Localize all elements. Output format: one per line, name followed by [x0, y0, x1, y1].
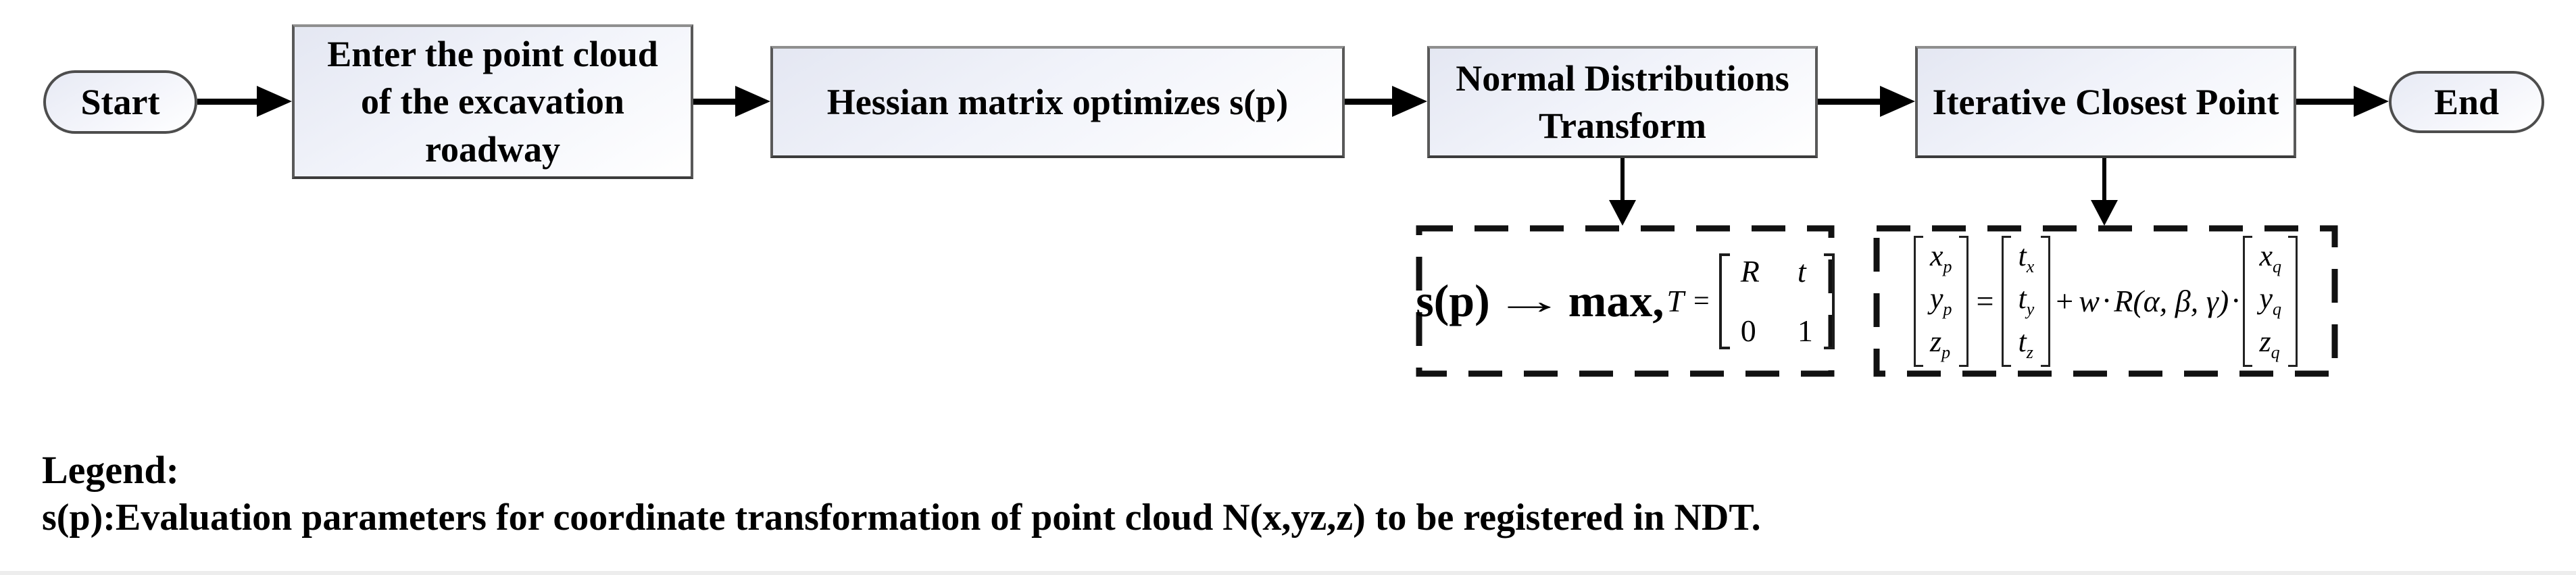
- arrow-hessian-to-ndt: [1345, 99, 1395, 105]
- rotation-term: R(α, β, γ): [2114, 284, 2229, 318]
- matrix-cell: t: [1797, 253, 1806, 289]
- bracket-right: [1823, 253, 1835, 349]
- box-label-line: roadway: [424, 128, 561, 170]
- bracket-left: [2002, 235, 2012, 367]
- process-box-ndt: Normal Distributions Transform: [1427, 46, 1818, 158]
- arrow-icp-to-end: [2296, 99, 2356, 105]
- bracket-left: [1913, 235, 1923, 367]
- dot-operator-icon: ·: [2232, 288, 2240, 314]
- box-label-line: Normal Distributions: [1456, 57, 1789, 99]
- start-terminal: Start: [43, 70, 197, 134]
- bottom-edge-bar: [0, 571, 2576, 575]
- box-label-line: Iterative Closest Point: [1932, 81, 2279, 122]
- vector-entry: xp: [1929, 239, 1952, 276]
- box-label-line: Transform: [1539, 105, 1706, 146]
- q-vector: xq yq zq: [2243, 235, 2298, 367]
- icp-formula: xp yp zp = tx ty tz + w · R(α, β, γ) ·: [1873, 225, 2338, 377]
- arrow-icp-to-formula: [2102, 158, 2106, 201]
- arrow-enter-to-hessian: [693, 99, 738, 105]
- vector-entry: xq: [2259, 239, 2282, 276]
- box-label-line: of the excavation: [361, 81, 624, 122]
- arrowhead-icon: [257, 86, 292, 117]
- arrowhead-icon: [735, 86, 770, 117]
- process-box-icp: Iterative Closest Point: [1915, 46, 2296, 158]
- vector-entry: yq: [2259, 282, 2282, 319]
- process-box-hessian: Hessian matrix optimizes s(p): [770, 46, 1345, 158]
- end-terminal: End: [2389, 71, 2544, 133]
- vector-entry: ty: [2018, 282, 2035, 319]
- legend-title: Legend:: [42, 448, 179, 492]
- equals-sign: =: [1976, 284, 1994, 318]
- transform-matrix: R t 0 1: [1718, 253, 1835, 349]
- matrix-cell: 0: [1740, 313, 1756, 348]
- bracket-left: [1718, 253, 1730, 349]
- bracket-left: [2243, 235, 2253, 367]
- weight-w: w: [2079, 284, 2100, 318]
- vector-entry: tx: [2018, 239, 2035, 276]
- formula-max: max,: [1568, 275, 1664, 326]
- vector-entry: yp: [1929, 282, 1952, 319]
- ndt-formula: s(p)→max,T= R t 0 1: [1416, 225, 1835, 377]
- vector-entry: tz: [2018, 324, 2033, 362]
- p-vector: xp yp zp: [1913, 235, 1968, 367]
- bracket-right: [2288, 235, 2298, 367]
- box-label-line: Enter the point cloud: [327, 34, 658, 75]
- arrowhead-down-icon: [2091, 200, 2118, 226]
- t-vector: tx ty tz: [2002, 235, 2051, 367]
- process-box-enter-point-cloud: Enter the point cloud of the excavation …: [292, 24, 693, 179]
- dashed-border: [1873, 225, 2338, 377]
- matrix-cell: 1: [1797, 313, 1813, 348]
- vector-entry: zp: [1929, 324, 1951, 362]
- right-arrow-icon: →: [1493, 280, 1565, 322]
- plus-sign: +: [2056, 284, 2074, 318]
- arrowhead-icon: [1880, 86, 1915, 117]
- arrowhead-down-icon: [1609, 200, 1636, 226]
- matrix-cell: R: [1740, 253, 1760, 289]
- bracket-right: [1958, 235, 1968, 367]
- equals-sign: =: [1693, 285, 1710, 317]
- formula-lhs: s(p): [1416, 275, 1490, 326]
- formula-T: T: [1666, 284, 1685, 318]
- arrow-ndt-to-icp: [1818, 99, 1883, 105]
- legend-description: s(p):Evaluation parameters for coordinat…: [42, 497, 1761, 539]
- vector-entry: zq: [2259, 324, 2280, 362]
- arrow-start-to-enter: [197, 99, 259, 105]
- icp-formula-box: xp yp zp = tx ty tz + w · R(α, β, γ) ·: [1873, 225, 2338, 377]
- arrowhead-icon: [2354, 86, 2389, 117]
- box-label-line: Hessian matrix optimizes s(p): [826, 81, 1289, 122]
- bracket-right: [2041, 235, 2051, 367]
- dot-operator-icon: ·: [2102, 288, 2111, 314]
- arrowhead-icon: [1392, 86, 1427, 117]
- ndt-formula-box: s(p)→max,T= R t 0 1: [1416, 225, 1835, 377]
- arrow-ndt-to-formula: [1620, 158, 1625, 201]
